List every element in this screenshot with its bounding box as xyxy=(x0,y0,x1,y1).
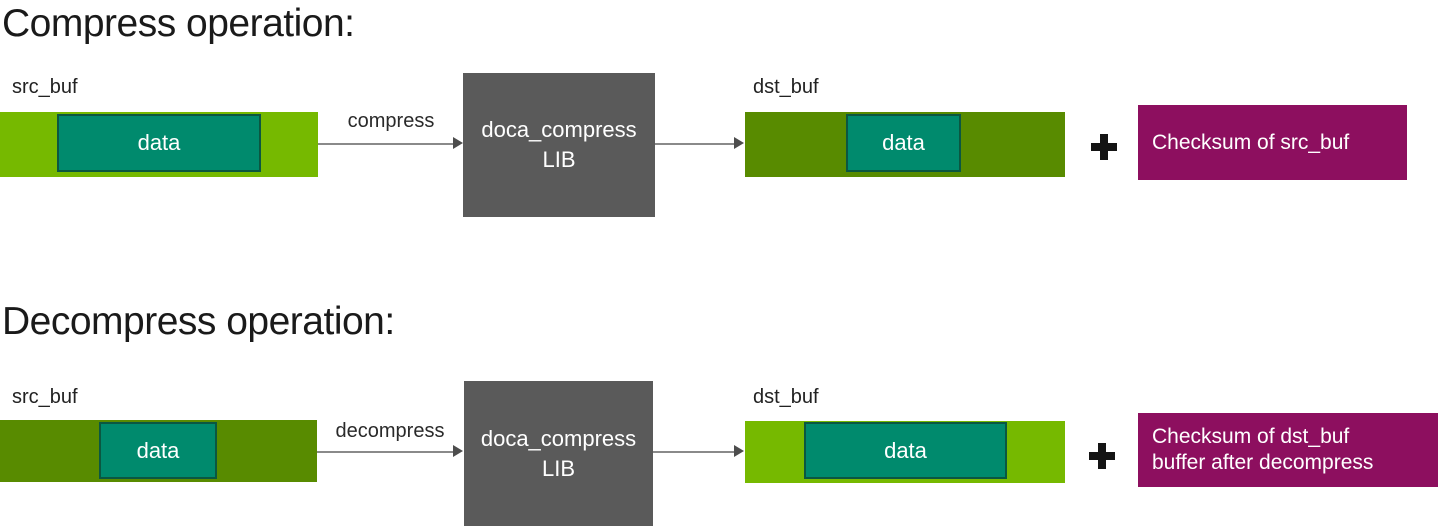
decompress-arrow-label: decompress xyxy=(335,420,445,442)
decompress-output-arrow-line xyxy=(653,451,735,453)
lib-box-line1: doca_compress xyxy=(481,117,637,143)
compress-src-data-box: data xyxy=(57,114,261,172)
compress-dst-data-box: data xyxy=(846,114,961,172)
decompress-src-data-box: data xyxy=(99,422,217,479)
plus-icon xyxy=(1091,134,1117,160)
compress-src-data-label: data xyxy=(137,130,181,155)
decompress-section-title: Decompress operation: xyxy=(2,300,395,343)
decompress-dst-data-label: data xyxy=(884,437,927,463)
compress-dst-buf-label: dst_buf xyxy=(753,76,819,98)
compress-dst-buffer-bar: data xyxy=(745,112,1065,177)
arrow-right-icon xyxy=(734,445,744,457)
decompress-checksum-box: Checksum of dst_buf buffer after decompr… xyxy=(1138,413,1438,487)
decompress-arrow-line xyxy=(317,451,455,453)
decompress-dst-buffer-bar: data xyxy=(745,421,1065,483)
arrow-right-icon xyxy=(453,137,463,149)
lib-box-line1: doca_compress xyxy=(480,425,637,451)
decompress-dst-buf-label: dst_buf xyxy=(753,386,819,408)
plus-icon-bar xyxy=(1100,134,1108,160)
plus-icon xyxy=(1089,443,1115,469)
decompress-src-buffer-bar: data xyxy=(0,420,317,482)
lib-box-line2: LIB xyxy=(541,455,576,481)
decompress-src-buf-label: src_buf xyxy=(12,386,78,408)
checksum-text: Checksum of src_buf xyxy=(1152,130,1350,154)
compress-output-arrow-line xyxy=(655,143,735,145)
compress-lib-box: doca_compress LIB xyxy=(463,73,655,217)
compress-src-buffer-bar: data xyxy=(0,112,318,177)
checksum-text-line2: buffer after decompress xyxy=(1152,451,1374,474)
decompress-lib-box: doca_compress LIB xyxy=(464,381,653,526)
arrow-right-icon xyxy=(734,137,744,149)
compress-src-buf-label: src_buf xyxy=(12,76,78,98)
compress-arrow-label: compress xyxy=(347,110,435,132)
compress-arrow-line xyxy=(318,143,456,145)
compress-dst-data-label: data xyxy=(882,130,925,155)
plus-icon-bar xyxy=(1098,443,1106,469)
decompress-src-data-label: data xyxy=(136,437,180,463)
decompress-dst-data-box: data xyxy=(804,422,1007,479)
compress-section-title: Compress operation: xyxy=(2,2,355,45)
checksum-text-line1: Checksum of dst_buf xyxy=(1152,425,1350,449)
arrow-right-icon xyxy=(453,445,463,457)
compress-checksum-box: Checksum of src_buf xyxy=(1138,105,1407,180)
lib-box-line2: LIB xyxy=(542,147,576,172)
